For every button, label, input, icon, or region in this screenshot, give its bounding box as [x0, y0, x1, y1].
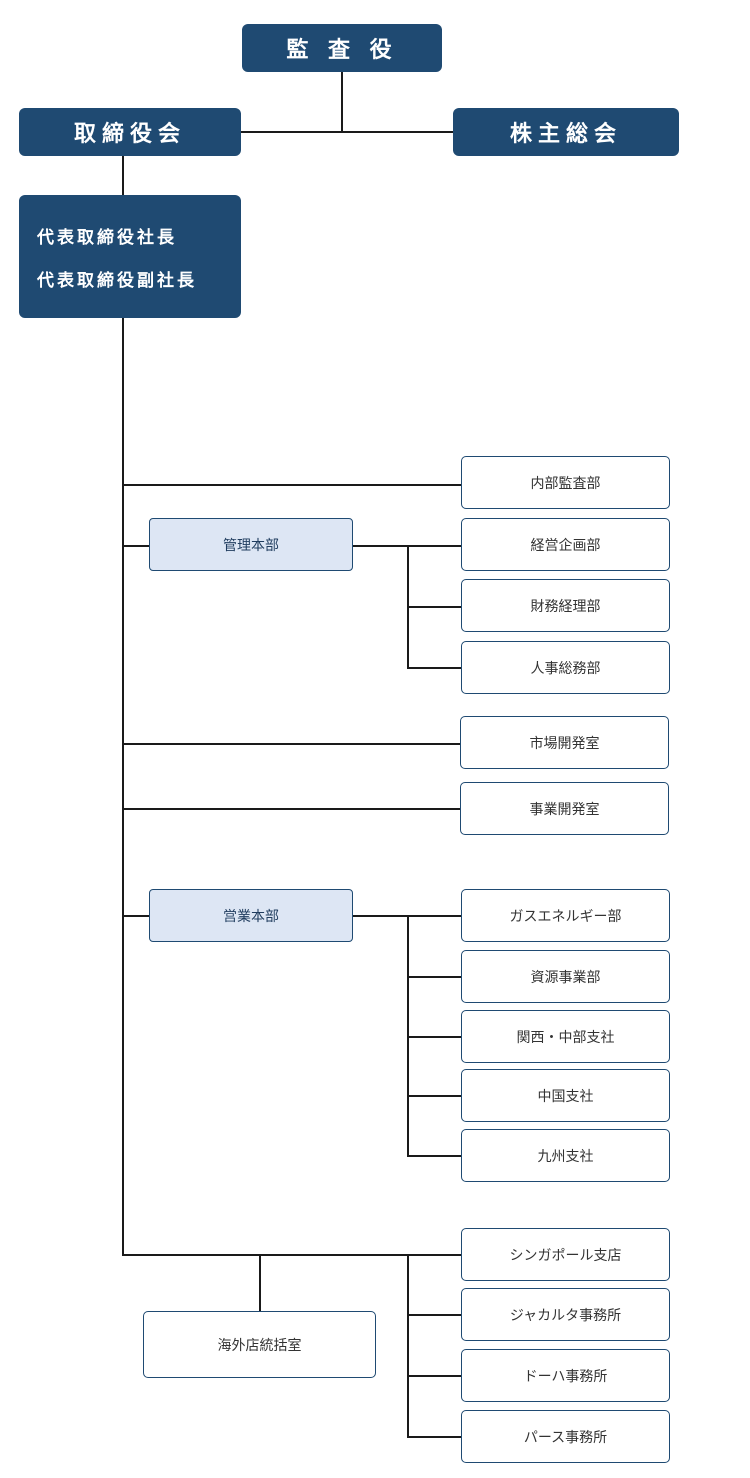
connector-line — [407, 1314, 461, 1316]
connector-line — [122, 808, 460, 810]
connector-line — [407, 606, 461, 608]
dept-planning: 経営企画部 — [461, 518, 670, 571]
connector-line — [122, 915, 149, 917]
connector-line — [240, 131, 454, 133]
connector-line — [407, 1095, 461, 1097]
connector-line — [341, 72, 343, 132]
connector-line — [122, 318, 124, 1256]
connector-line — [407, 1036, 461, 1038]
connector-line — [122, 484, 461, 486]
connector-line — [122, 1254, 461, 1256]
dept-hr: 人事総務部 — [461, 641, 670, 694]
dept-internal-audit: 内部監査部 — [461, 456, 670, 509]
connector-line — [407, 1155, 461, 1157]
connector-line — [259, 1254, 261, 1311]
dept-finance: 財務経理部 — [461, 579, 670, 632]
connector-line — [122, 545, 149, 547]
office-singapore: シンガポール支店 — [461, 1228, 670, 1281]
dept-gas-energy: ガスエネルギー部 — [461, 889, 670, 942]
connector-line — [407, 976, 461, 978]
shareholders-box: 株主総会 — [453, 108, 679, 156]
dept-resources: 資源事業部 — [461, 950, 670, 1003]
branch-chugoku: 中国支社 — [461, 1069, 670, 1122]
office-doha: ドーハ事務所 — [461, 1349, 670, 1402]
branch-kyushu: 九州支社 — [461, 1129, 670, 1182]
executive-box: 代表取締役社長 代表取締役副社長 — [19, 195, 241, 318]
auditor-box: 監 査 役 — [242, 24, 442, 72]
vice-president-label: 代表取締役副社長 — [37, 270, 197, 291]
overseas-hq-box: 海外店統括室 — [143, 1311, 376, 1378]
connector-line — [122, 156, 124, 196]
branch-kansai-chubu: 関西・中部支社 — [461, 1010, 670, 1063]
connector-line — [407, 1254, 409, 1437]
connector-line — [407, 1436, 461, 1438]
sales-hq-box: 営業本部 — [149, 889, 353, 942]
board-box: 取締役会 — [19, 108, 241, 156]
president-label: 代表取締役社長 — [37, 227, 177, 248]
dept-market-dev: 市場開発室 — [460, 716, 669, 769]
office-jakarta: ジャカルタ事務所 — [461, 1288, 670, 1341]
dept-business-dev: 事業開発室 — [460, 782, 669, 835]
connector-line — [122, 743, 460, 745]
admin-hq-box: 管理本部 — [149, 518, 353, 571]
connector-line — [407, 1375, 461, 1377]
connector-line — [407, 667, 461, 669]
office-perth: パース事務所 — [461, 1410, 670, 1463]
